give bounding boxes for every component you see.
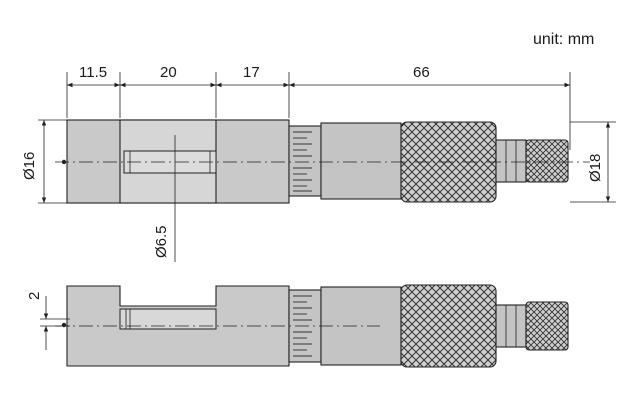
dim-label-b: 20	[160, 64, 177, 81]
unit-label: unit: mm	[533, 31, 594, 48]
dim-label-dia-hole: Ø6.5	[153, 225, 170, 258]
dim-label-c: 17	[243, 64, 260, 81]
ratchet-knob-front	[525, 301, 569, 351]
ratchet-knob	[525, 139, 569, 183]
spindle-front	[119, 308, 217, 330]
dim-label-offset: 2	[26, 292, 43, 300]
dim-label-dia-body: Ø16	[21, 152, 38, 180]
dim-label-dia-thimble: Ø18	[587, 154, 604, 182]
sleeve-graduations	[293, 131, 312, 192]
dim-label-d: 66	[413, 64, 430, 81]
knurled-thimble-front	[400, 284, 497, 368]
top-view: 11.5 20 17 66	[21, 64, 616, 262]
sleeve	[288, 125, 322, 197]
front-view: 2	[26, 284, 569, 368]
sleeve-graduations-front	[293, 295, 312, 357]
dim-label-a: 11.5	[79, 64, 107, 81]
